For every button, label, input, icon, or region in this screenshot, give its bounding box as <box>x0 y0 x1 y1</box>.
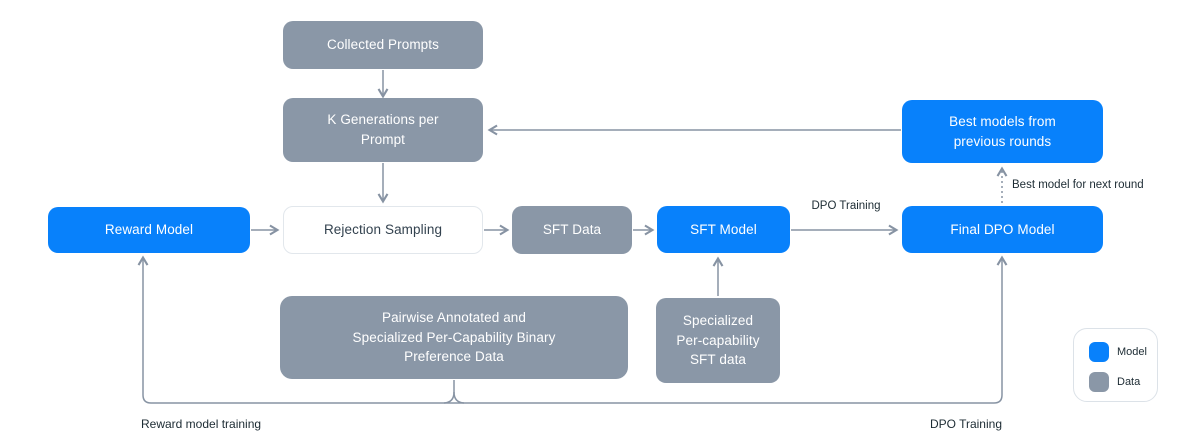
label-dpo-training-top: DPO Training <box>811 200 881 212</box>
node-final-dpo-model: Final DPO Model <box>902 206 1103 253</box>
label-best-model-next-round: Best model for next round <box>1012 179 1144 191</box>
legend-data-label: Data <box>1117 376 1141 388</box>
node-sft-data: SFT Data <box>512 206 632 254</box>
label-reward-model-training: Reward model training <box>141 417 262 431</box>
node-rejection-sampling: Rejection Sampling <box>283 206 483 254</box>
legend-item-data: Data <box>1089 372 1157 392</box>
edge-preference-flare-left <box>443 391 455 404</box>
node-preference-data: Pairwise Annotated and Specialized Per-C… <box>280 296 628 379</box>
node-collected-prompts: Collected Prompts <box>283 21 483 69</box>
legend: Model Data <box>1073 328 1158 402</box>
node-k-generations-per-prompt: K Generations per Prompt <box>283 98 483 162</box>
edge-training-bus <box>137 255 1008 404</box>
legend-item-model: Model <box>1089 342 1157 362</box>
data-swatch-icon <box>1089 372 1109 392</box>
node-best-models-previous-rounds: Best models from previous rounds <box>902 100 1103 163</box>
legend-model-label: Model <box>1117 346 1147 358</box>
node-reward-model: Reward Model <box>48 207 250 253</box>
node-specialized-sft-data: Specialized Per-capability SFT data <box>656 298 780 383</box>
label-dpo-training-bottom: DPO Training <box>929 417 1002 431</box>
node-sft-model: SFT Model <box>657 206 790 253</box>
edge-preference-flare-right <box>453 391 465 404</box>
model-swatch-icon <box>1089 342 1109 362</box>
